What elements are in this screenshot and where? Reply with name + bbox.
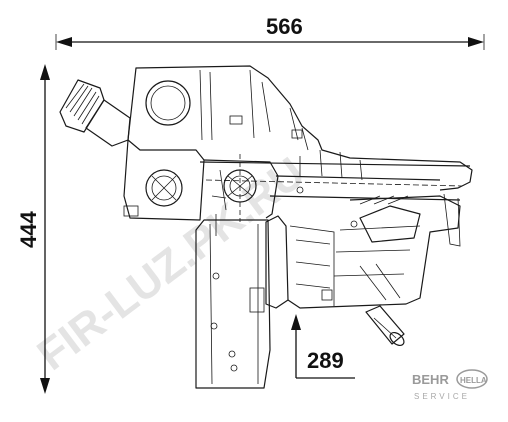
depth-dimension: 289 bbox=[291, 314, 355, 379]
watermark-text: FIR-LUZ.PK.RU bbox=[29, 148, 314, 380]
height-dimension-label: 444 bbox=[16, 211, 41, 248]
watermark: FIR-LUZ.PK.RU bbox=[29, 148, 314, 380]
hella-logo: HELLA bbox=[460, 376, 487, 385]
width-dimension-label: 566 bbox=[266, 14, 303, 39]
hella-logo-oval bbox=[456, 369, 488, 389]
brand-logo: BEHR HELLA SERVICE bbox=[412, 369, 488, 401]
height-dimension: 444 bbox=[16, 64, 50, 394]
width-dimension: 566 bbox=[55, 14, 485, 50]
filler-cap bbox=[59, 79, 131, 147]
behr-logo: BEHR bbox=[412, 372, 449, 387]
service-logo: SERVICE bbox=[414, 392, 470, 401]
depth-dimension-label: 289 bbox=[307, 348, 344, 373]
expansion-tank bbox=[59, 65, 473, 389]
